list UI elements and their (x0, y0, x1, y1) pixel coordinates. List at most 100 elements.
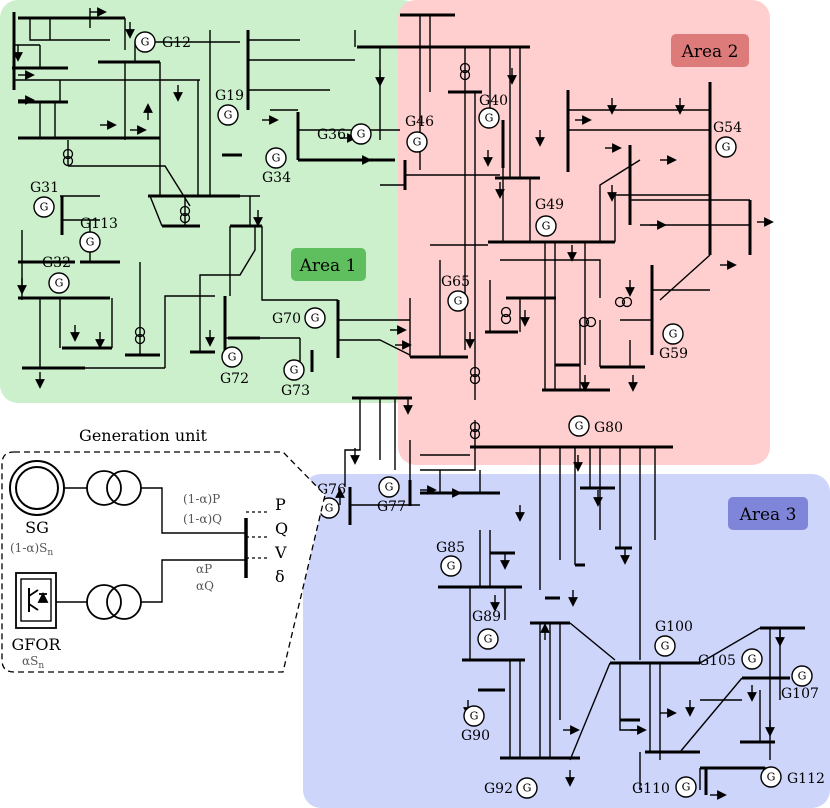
generator-icon (715, 136, 737, 158)
generator-icon (516, 777, 538, 799)
generator-icon (33, 196, 55, 218)
generator-icon (662, 323, 684, 345)
generator-g92: G G92 (484, 777, 538, 799)
generator-symbol: G (40, 201, 49, 214)
generator-label: G77 (377, 499, 406, 515)
generator-icon (283, 359, 305, 381)
svg-text:Area 3: Area 3 (739, 505, 797, 525)
generator-symbol: G (228, 351, 237, 364)
generator-symbol: G (669, 328, 678, 341)
generator-label: G76 (317, 482, 346, 498)
gfor-label: GFOR (11, 635, 61, 654)
area-2-region (398, 0, 770, 465)
sg-q-label: (1-α)Q (183, 512, 222, 526)
generator-label: G36 (317, 127, 346, 143)
generator-symbol: G (357, 128, 366, 141)
generator-icon (568, 415, 590, 437)
generator-symbol: G (798, 670, 807, 683)
generator-label: G89 (472, 609, 501, 625)
sg-p-label: (1-α)P (183, 492, 220, 506)
generator-symbol: G (454, 295, 463, 308)
generator-icon (378, 476, 400, 498)
generator-icon (406, 131, 428, 153)
generator-g90: G G90 (461, 705, 490, 744)
area-1-region (0, 0, 420, 403)
generator-symbol: G (311, 312, 320, 325)
generator-icon (350, 123, 372, 145)
generator-icon (48, 272, 70, 294)
generator-g40: G G40 (478, 93, 508, 129)
generator-symbol: G (141, 36, 150, 49)
generator-label: G70 (272, 311, 301, 327)
gfor-rating: αSn (22, 654, 44, 671)
grid-forming-inverter-icon (15, 572, 57, 629)
load-arrows (13, 7, 785, 800)
generator-label: G90 (461, 728, 490, 744)
generator-symbol: G (224, 109, 233, 122)
generator-icon (741, 648, 763, 670)
generator-symbol: G (484, 633, 493, 646)
generator-symbol: G (682, 781, 691, 794)
generator-g70: G G70 (272, 307, 326, 329)
generator-symbol: G (575, 420, 584, 433)
generator-label: G40 (479, 93, 508, 109)
transmission-network (12, 8, 805, 795)
generator-g12: G G12 (134, 31, 191, 53)
generator-symbol: G (523, 782, 532, 795)
generator-label: G92 (484, 781, 513, 797)
generator-icon (535, 215, 557, 237)
generator-icon (478, 107, 500, 129)
area-3-region (303, 474, 830, 808)
gfor-q-label: αQ (196, 579, 214, 593)
generator-label: G49 (535, 197, 564, 213)
generator-symbol: G (542, 220, 551, 233)
inset-title: Generation unit (79, 426, 208, 445)
generator-symbol: G (290, 364, 299, 377)
generator-label: G46 (405, 114, 434, 130)
gfor-p-label: αP (196, 562, 212, 576)
generator-label: G113 (80, 216, 118, 232)
generation-unit-inset: Generation unit SG (1-α)Sn GFOR αSn (1, 426, 326, 673)
output-delta: δ (275, 567, 285, 586)
svg-text:Area 2: Area 2 (681, 42, 739, 62)
generator-icon (447, 290, 469, 312)
output-v: V (274, 543, 287, 562)
generator-symbol: G (485, 112, 494, 125)
generator-g36: G G36 (317, 123, 372, 145)
generator-icon (440, 555, 462, 577)
generator-symbol: G (325, 502, 334, 515)
generator-symbol: G (722, 141, 731, 154)
generator-label: G31 (30, 180, 59, 196)
generator-symbol: G (748, 653, 757, 666)
generator-label: G110 (632, 781, 670, 797)
generator-icon (791, 665, 813, 687)
generator-label: G100 (655, 619, 693, 635)
generator-symbol: G (55, 277, 64, 290)
generator-icon (463, 705, 485, 727)
generator-label: G12 (162, 35, 191, 51)
generator-g31: G G31 (30, 180, 59, 218)
generator-g89: G G89 (472, 609, 501, 650)
generator-g49: G G49 (535, 197, 564, 237)
generator-label: G85 (436, 540, 465, 556)
svg-text:Area 1: Area 1 (299, 256, 357, 276)
generator-symbol: G (470, 710, 479, 723)
generator-icon (477, 628, 499, 650)
generator-icon (654, 635, 676, 657)
